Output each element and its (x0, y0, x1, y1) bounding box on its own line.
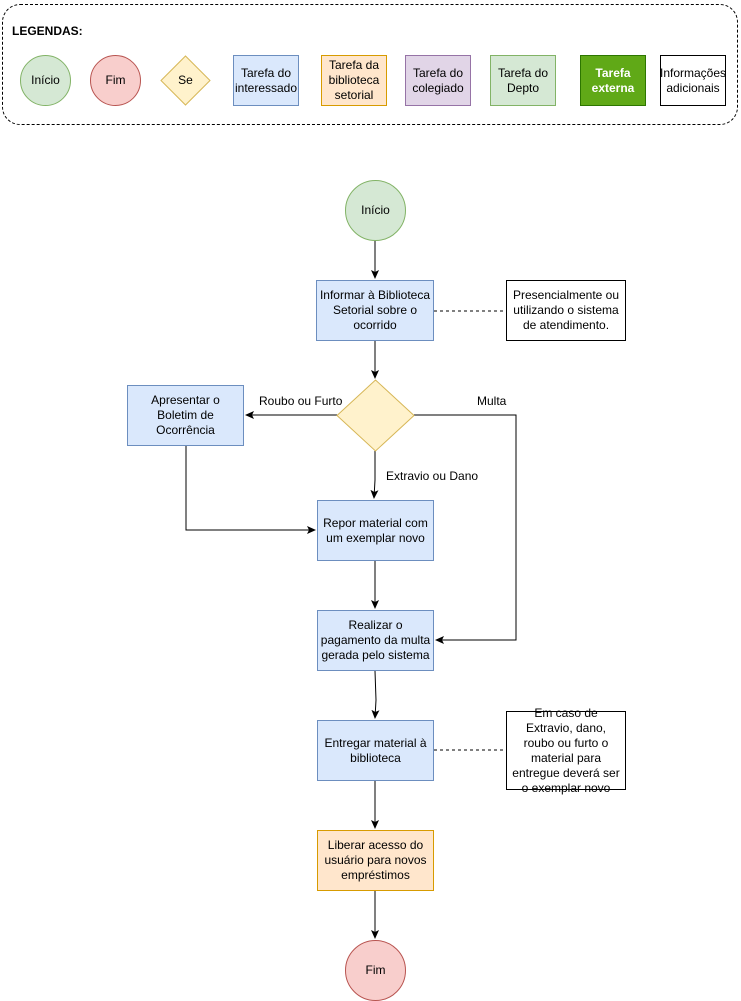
legend-dept-task: Tarefa do Depto (490, 55, 556, 106)
legend-decision-shape (160, 55, 211, 106)
task-replace-material: Repor material com um exemplar novo (317, 500, 434, 561)
legend-panel (2, 4, 738, 125)
task-present-boletim: Apresentar o Boletim de Ocorrência (127, 385, 244, 446)
legend-council-task: Tarefa do colegiado (405, 55, 471, 106)
legend-start-node: Início (20, 55, 71, 106)
edge-label-extravio-dano: Extravio ou Dano (385, 469, 480, 483)
legend-end-node: Fim (90, 55, 141, 106)
task-deliver-material: Entregar material à biblioteca (317, 720, 434, 781)
legend-title: LEGENDAS: (12, 24, 83, 38)
edge-label-roubo-furto: Roubo ou Furto (258, 394, 344, 408)
start-node: Início (345, 180, 406, 241)
task-inform-library: Informar à Biblioteca Setorial sobre o o… (316, 280, 434, 341)
note-inform-method: Presencialmente ou utilizando o sistema … (506, 280, 626, 341)
end-node: Fim (345, 940, 406, 1001)
legend-library-task: Tarefa da biblioteca setorial (321, 55, 387, 106)
edge-label-multa: Multa (476, 394, 508, 408)
note-deliver-new-copy: Em caso de Extravio, dano, roubo ou furt… (506, 706, 626, 795)
legend-info-note: Informações adicionais (660, 55, 726, 106)
edge-boletim-to-repor (185, 446, 316, 534)
legend-external-task: Tarefa externa (580, 55, 646, 106)
legend-user-task: Tarefa do interessado (233, 55, 299, 106)
task-release-access: Liberar acesso do usuário para novos emp… (317, 830, 434, 891)
edge-decision-to-pagamento (414, 414, 517, 644)
edge-decision-to-repor (370, 451, 379, 499)
task-pay-fine: Realizar o pagamento da multa gerada pel… (317, 610, 434, 671)
legend-decision-label: Se (178, 73, 193, 87)
edge-pagamento-to-entregar (371, 670, 380, 719)
decision-diamond (336, 379, 415, 452)
